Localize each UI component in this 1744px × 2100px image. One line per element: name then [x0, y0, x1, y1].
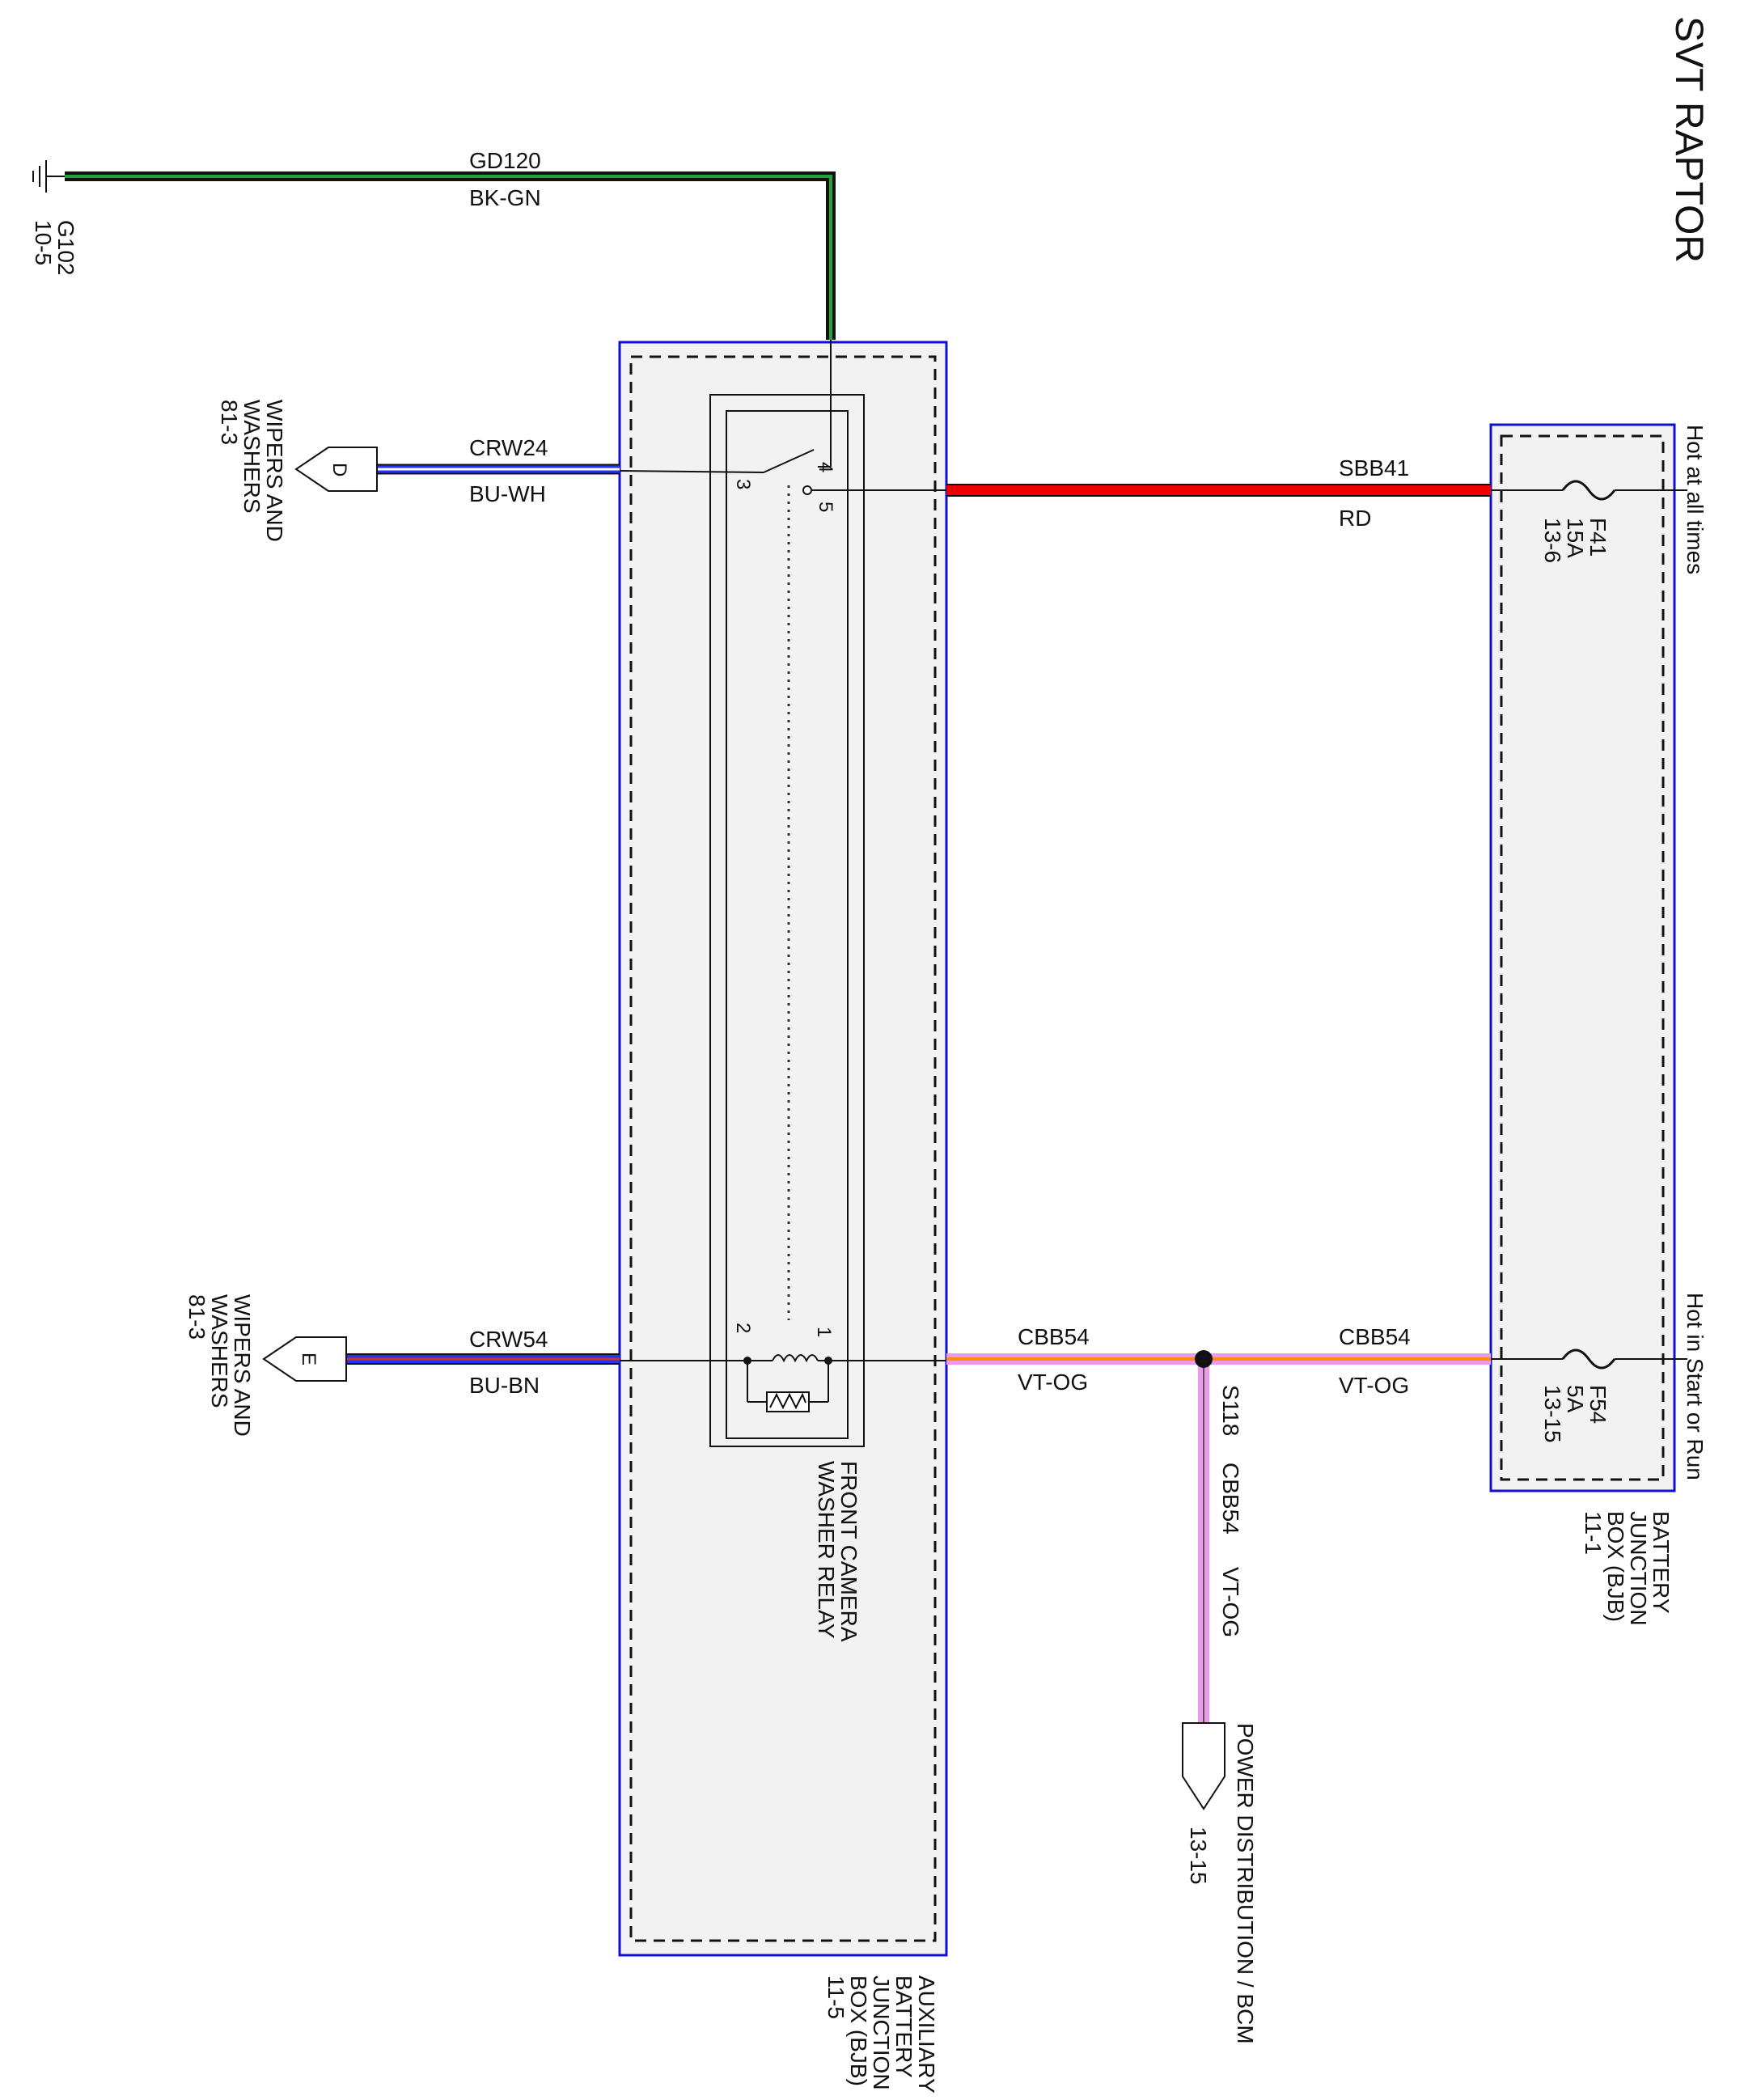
connector-d-letter: D — [328, 463, 350, 476]
ground-ref: 10-5 — [31, 220, 56, 265]
bjb-ref: 11-1 — [1581, 1511, 1606, 1555]
connector-d-dest-2: WASHERS — [239, 400, 265, 514]
fuse-f41-name: F41 — [1585, 518, 1611, 557]
fuse-f54-ref: 13-15 — [1540, 1385, 1565, 1443]
connector-power-distribution[interactable] — [1182, 1722, 1225, 1810]
splice-s118-dot — [1195, 1350, 1213, 1368]
ground-icon — [32, 160, 65, 193]
fuse-f41-rating: 15A — [1563, 518, 1588, 558]
fuse-f41-ref: 13-6 — [1540, 518, 1565, 563]
gd120-circuit: GD120 — [469, 148, 541, 173]
fuse-f54-name: F54 — [1585, 1385, 1611, 1424]
fuse-f54-icon — [1561, 1348, 1687, 1370]
crw54-circuit: CRW54 — [469, 1327, 548, 1352]
cbb54-left-circuit: CBB54 — [1018, 1324, 1090, 1349]
crw24-circuit: CRW24 — [469, 435, 548, 460]
pdb-ref: 13-15 — [1186, 1827, 1211, 1885]
connector-e-dest-1: WIPERS AND — [230, 1294, 255, 1437]
relay-name-2: WASHER RELAY — [814, 1461, 839, 1639]
connector-e[interactable]: E — [262, 1336, 347, 1382]
relay-pin-1: 1 — [813, 1327, 835, 1337]
abjb-name-2: BATTERY — [891, 1975, 916, 2078]
feed-hot-in-start-or-run: Hot in Start or Run — [1683, 1293, 1708, 1480]
cbb54-right-color: VT-OG — [1339, 1373, 1409, 1398]
splice-s118-label: S118 — [1218, 1385, 1243, 1436]
relay-pin-4: 4 — [815, 462, 836, 472]
abjb-ref: 11-5 — [823, 1975, 849, 2019]
wire-crw24 — [377, 464, 764, 475]
wire-gd120 — [65, 171, 836, 421]
cbb54-down-circuit: CBB54 — [1218, 1463, 1243, 1535]
gd120-color: BK-GN — [469, 185, 541, 210]
crw54-color: BU-BN — [469, 1373, 540, 1398]
pdb-dest: POWER DISTRIBUTION / BCM — [1233, 1723, 1258, 2044]
bjb-name-3: BOX (BJB) — [1603, 1511, 1628, 1622]
crw24-color: BU-WH — [469, 481, 546, 506]
abjb-name-3: JUNCTION — [869, 1975, 894, 2090]
connector-d[interactable]: D — [294, 447, 378, 492]
abjb-name-4: BOX (BJB) — [846, 1975, 871, 2086]
cbb54-left-color: VT-OG — [1018, 1370, 1088, 1395]
wire-cbb54-horizontal — [828, 1353, 1563, 1365]
relay-pin-2: 2 — [732, 1323, 754, 1333]
abjb-name-1: AUXILIARY — [914, 1975, 939, 2094]
fuse-f41-icon — [1561, 480, 1687, 501]
connector-e-ref: 81-3 — [184, 1294, 210, 1340]
battery-junction-box — [1489, 423, 1676, 1492]
front-camera-washer-relay: 4 5 3 2 1 — [709, 394, 865, 1447]
relay-pin-3: 3 — [732, 479, 754, 489]
bjb-name-1: BATTERY — [1649, 1511, 1674, 1614]
relay-pin-5: 5 — [815, 502, 836, 512]
cbb54-down-color: VT-OG — [1218, 1567, 1243, 1637]
sbb41-circuit: SBB41 — [1339, 455, 1409, 481]
diagram-title: SVT RAPTOR — [1667, 16, 1710, 263]
connector-e-dest-2: WASHERS — [207, 1294, 232, 1408]
ground-id: G102 — [53, 220, 78, 276]
feed-hot-at-all-times: Hot at all times — [1683, 425, 1708, 574]
bjb-name-2: JUNCTION — [1626, 1511, 1651, 1626]
sbb41-color: RD — [1339, 506, 1371, 531]
cbb54-right-circuit: CBB54 — [1339, 1324, 1411, 1349]
connector-e-letter: E — [298, 1353, 320, 1365]
wire-crw54 — [346, 1353, 747, 1365]
fuse-f54-rating: 5A — [1563, 1385, 1588, 1413]
connector-d-dest-1: WIPERS AND — [262, 400, 287, 542]
connector-d-ref: 81-3 — [217, 400, 242, 445]
relay-name-1: FRONT CAMERA — [836, 1461, 861, 1642]
